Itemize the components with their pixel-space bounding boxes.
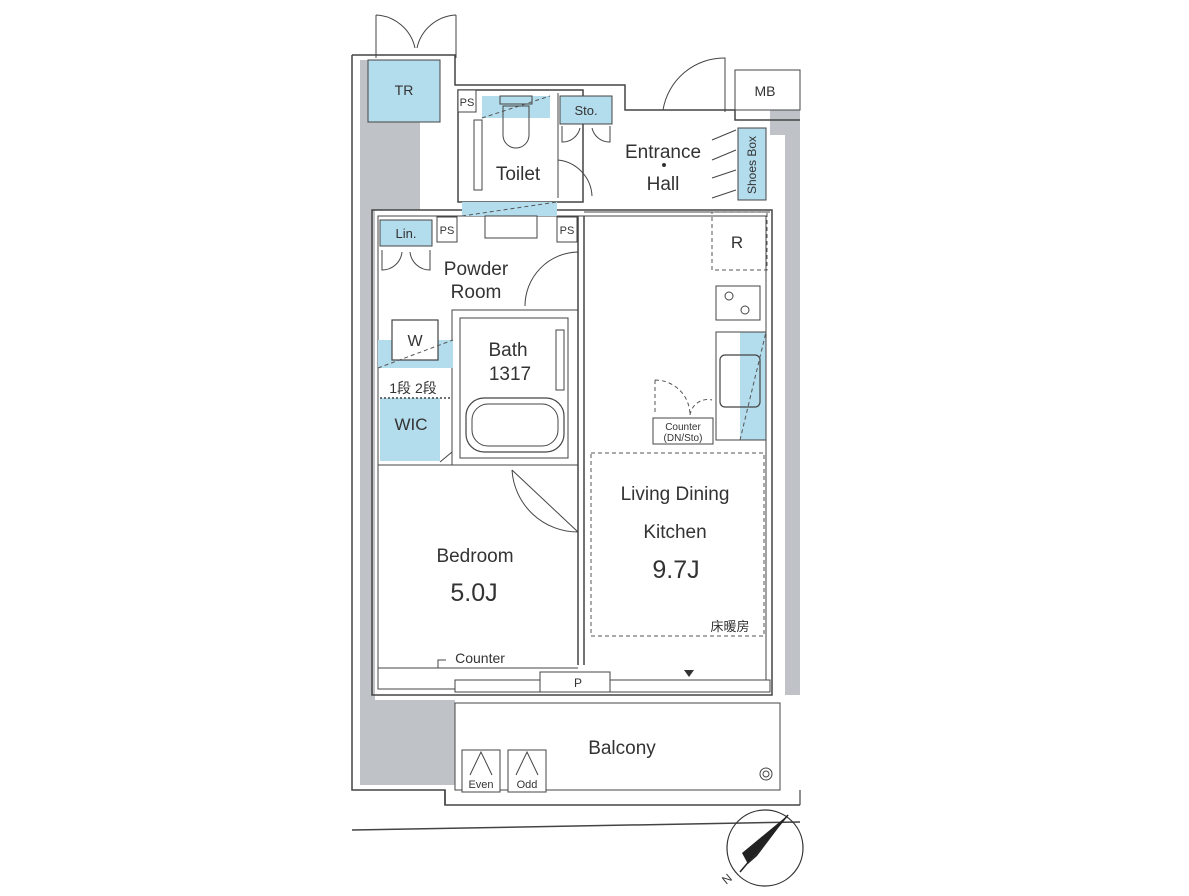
washer-label: W bbox=[407, 333, 423, 350]
storage-label: Sto. bbox=[574, 103, 597, 118]
even-mark: Even bbox=[461, 749, 501, 793]
ps-label-2: PS bbox=[440, 225, 455, 237]
interior-walls bbox=[371, 89, 773, 696]
bedroom-label: Bedroom bbox=[436, 546, 513, 567]
storage-closet: Sto. bbox=[559, 95, 613, 143]
kitchen-fixtures: R Counter (DN/Sto) bbox=[652, 211, 768, 445]
toilet-room: Toilet bbox=[473, 95, 593, 197]
washer-space: W bbox=[377, 319, 454, 369]
balcony: Balcony Even Odd bbox=[454, 702, 781, 793]
pipe-label: P bbox=[574, 676, 582, 690]
shoes-box: Shoes Box bbox=[711, 127, 767, 201]
pipe-spaces: PS PS PS bbox=[436, 89, 578, 243]
ldk-label-line1: Living Dining bbox=[621, 484, 730, 505]
bath-label: Bath bbox=[488, 340, 527, 361]
ps-label-1: PS bbox=[460, 97, 475, 109]
north-label: N bbox=[719, 871, 735, 887]
balcony-label: Balcony bbox=[588, 738, 656, 759]
powder-label-line2: Room bbox=[451, 282, 502, 303]
meter-box-label: MB bbox=[755, 83, 776, 99]
linen-label: Lin. bbox=[396, 226, 417, 241]
living-dining-kitchen: Living Dining Kitchen 9.7J 床暖房 bbox=[590, 452, 765, 677]
counter-label: Counter bbox=[455, 650, 505, 666]
trunk-room-label: TR bbox=[395, 82, 414, 98]
powder-label-line1: Powder bbox=[444, 259, 509, 280]
outer-boundary bbox=[351, 54, 801, 831]
bedroom: Bedroom 5.0J Counter bbox=[378, 469, 579, 669]
toilet-label: Toilet bbox=[496, 164, 541, 185]
counter-dn-label-line1: Counter bbox=[665, 422, 701, 433]
bedroom-size-label: 5.0J bbox=[450, 579, 497, 607]
wic-label: WIC bbox=[394, 415, 427, 434]
powder-room: Powder Room bbox=[444, 201, 579, 307]
walk-in-closet: 1段 2段 WIC bbox=[380, 380, 453, 463]
shoes-box-label: Shoes Box bbox=[745, 136, 759, 194]
ps-label-3: PS bbox=[560, 225, 575, 237]
entrance-door bbox=[662, 57, 726, 112]
odd-label: Odd bbox=[517, 779, 538, 791]
even-label: Even bbox=[468, 779, 493, 791]
floor-heating-label: 床暖房 bbox=[710, 619, 749, 634]
entrance-hall: Entrance Hall bbox=[625, 142, 701, 195]
meter-box: MB bbox=[734, 69, 801, 111]
linen-closet: Lin. bbox=[379, 219, 433, 271]
trunk-room: TR bbox=[367, 14, 457, 123]
entrance-label-line2: Hall bbox=[647, 174, 680, 195]
entrance-label-line1: Entrance bbox=[625, 142, 701, 163]
counter-dn-label-line2: (DN/Sto) bbox=[664, 433, 703, 444]
bath-size-label: 1317 bbox=[489, 364, 531, 385]
pipe-marker: P bbox=[574, 676, 582, 690]
shelf-levels-label: 1段 2段 bbox=[389, 380, 436, 396]
bathroom: Bath 1317 bbox=[459, 317, 569, 459]
ldk-label-line2: Kitchen bbox=[643, 522, 706, 543]
ldk-size-label: 9.7J bbox=[652, 556, 699, 584]
refrigerator-label: R bbox=[731, 233, 743, 252]
odd-mark: Odd bbox=[507, 749, 547, 793]
